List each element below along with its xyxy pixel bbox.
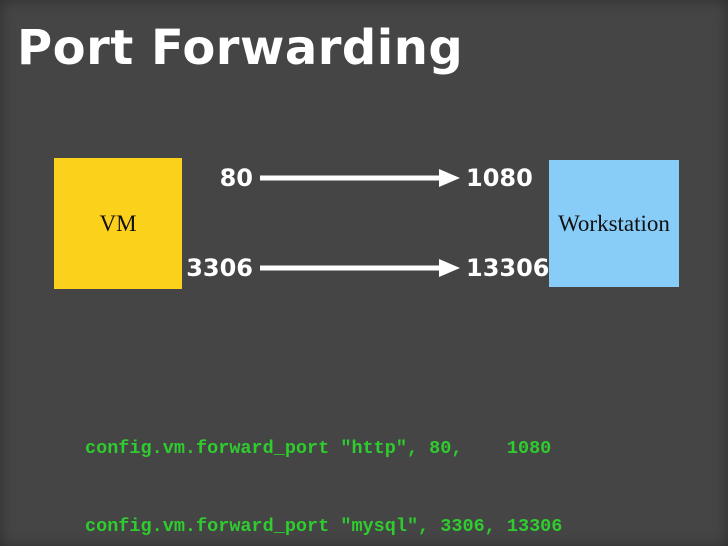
forward-arrow-icon [260,169,460,187]
workstation-box: Workstation [549,160,679,287]
port-label-host-mysql: 13306 [466,254,550,282]
code-line: config.vm.forward_port "http", 80, 1080 [85,438,552,459]
vm-box: VM [54,158,182,289]
arrow-head [439,169,460,187]
port-label-host-http: 1080 [466,164,533,192]
arrow-head [439,259,460,277]
port-label-guest-mysql: 3306 [186,254,253,282]
slide-title: Port Forwarding [17,20,464,76]
workstation-box-label: Workstation [558,210,670,236]
port-label-guest-http: 80 [219,164,253,192]
vm-box-label: VM [99,210,137,236]
code-line: config.vm.forward_port "mysql", 3306, 13… [85,516,563,537]
forward-arrow-icon [260,259,460,277]
code-snippet: config.vm.forward_port "http", 80, 1080 … [85,384,562,546]
